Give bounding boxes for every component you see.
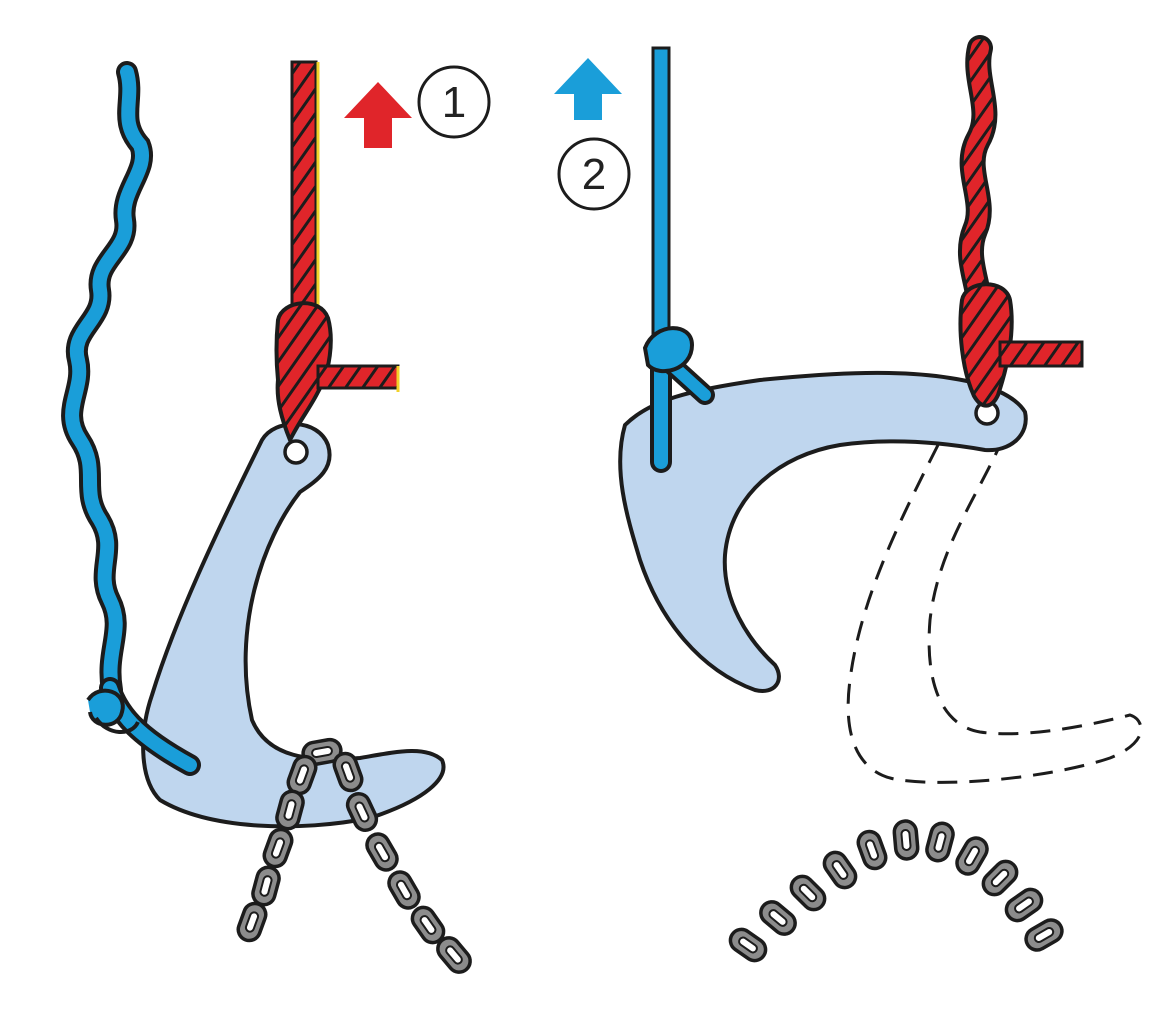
- blue-knot-right: [642, 326, 695, 374]
- hook-previous-position: [846, 444, 1143, 784]
- step-2-number: 2: [582, 150, 606, 199]
- right-scene: [618, 35, 1143, 967]
- hook-eye-left: [283, 439, 309, 465]
- step-2-circle: [557, 137, 631, 211]
- release-hook-right: [618, 370, 1028, 693]
- step-1-number: 1: [442, 78, 466, 127]
- up-arrow-icon: [554, 58, 622, 120]
- left-scene: [61, 60, 477, 979]
- blue-rope-taut: [651, 46, 671, 370]
- up-arrow-icon: [344, 82, 412, 148]
- red-knot-left: [274, 301, 333, 445]
- chain-right: [724, 818, 1068, 967]
- red-knot-right: [958, 282, 1014, 408]
- step-1-indicator: 1: [344, 65, 491, 148]
- step-1-circle: [417, 65, 491, 139]
- release-hook-left: [141, 422, 446, 829]
- step-2-indicator: 2: [554, 58, 631, 211]
- blue-knot-left: [86, 688, 125, 727]
